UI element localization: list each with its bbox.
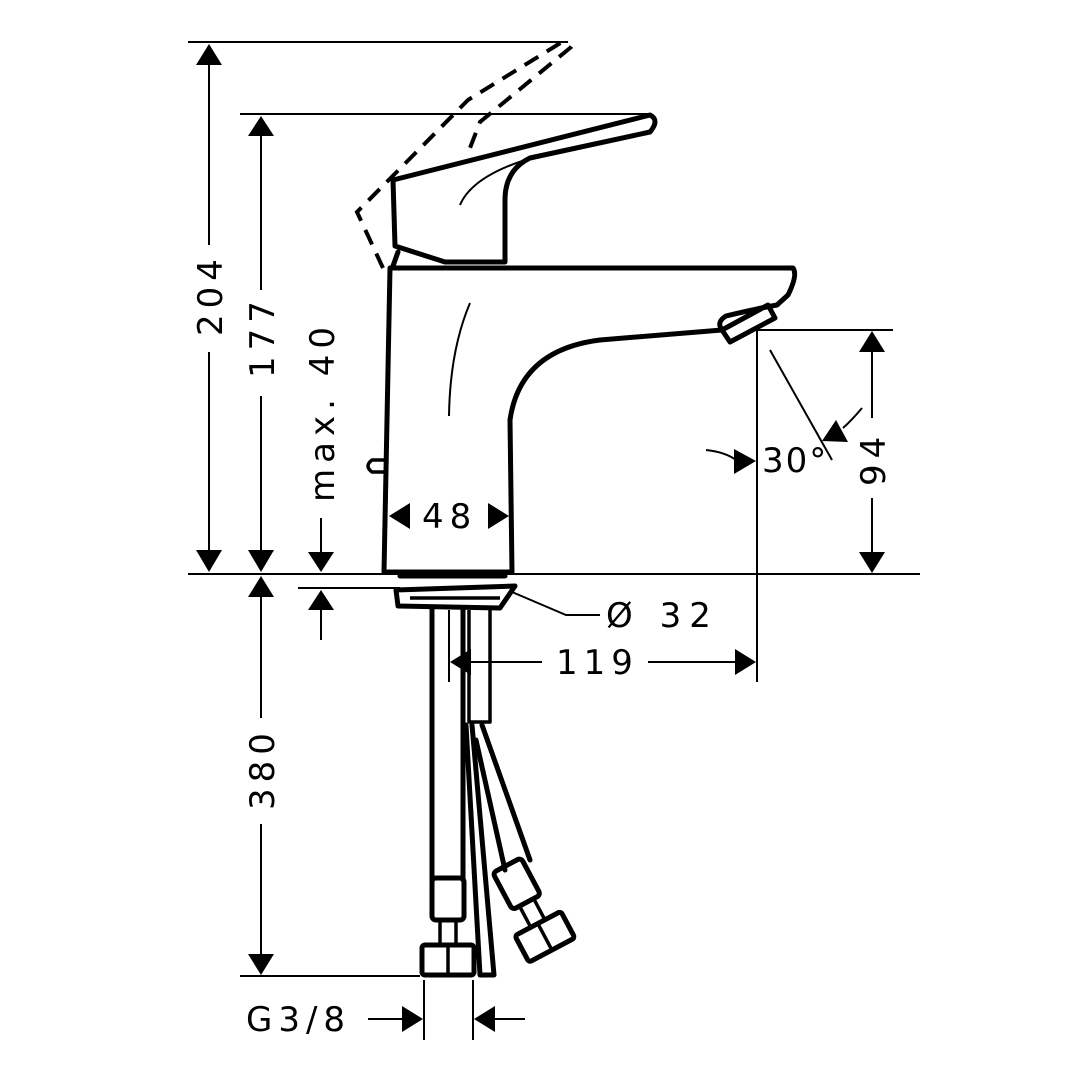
faucet-main-body [381, 265, 798, 575]
threaded-shank [429, 605, 466, 883]
flex-hose-right [473, 722, 533, 873]
dim-label-380: 380 [243, 727, 283, 810]
mounting-base [393, 573, 518, 611]
dim-label-119: 119 [556, 643, 639, 683]
dimension-119: 119 [450, 643, 756, 683]
dimension-48: 48 [389, 497, 509, 537]
lever-open-position [354, 39, 574, 269]
dimension-94: 94 [854, 331, 894, 573]
faucet-body [354, 39, 798, 978]
dimension-max-40: max. 40 [303, 321, 343, 640]
dimension-g3-8: G3/8 [246, 1000, 525, 1040]
dimension-diameter-32: Ø 32 [511, 591, 719, 636]
dim-label-177: 177 [243, 295, 283, 378]
dimension-380: 380 [243, 576, 283, 975]
dimension-30-degree: 30° [705, 349, 863, 481]
dim-label-max-40: max. 40 [303, 321, 343, 502]
pop-up-knob [366, 458, 386, 474]
dimension-177: 177 [243, 116, 283, 572]
dimension-204: 204 [191, 44, 231, 572]
extension-lines [188, 41, 920, 1040]
dim-label-204: 204 [191, 253, 231, 336]
hose-fitting-right [491, 856, 542, 911]
flex-hose-middle [463, 722, 497, 978]
hose-fitting-left [429, 875, 467, 923]
dim-label-30-degree: 30° [762, 441, 828, 481]
dim-label-diameter-32: Ø 32 [606, 596, 719, 636]
spout-aerator [719, 302, 778, 345]
dim-label-g3-8: G3/8 [246, 1000, 351, 1040]
dim-label-48: 48 [422, 497, 477, 537]
dim-label-94: 94 [854, 431, 894, 486]
